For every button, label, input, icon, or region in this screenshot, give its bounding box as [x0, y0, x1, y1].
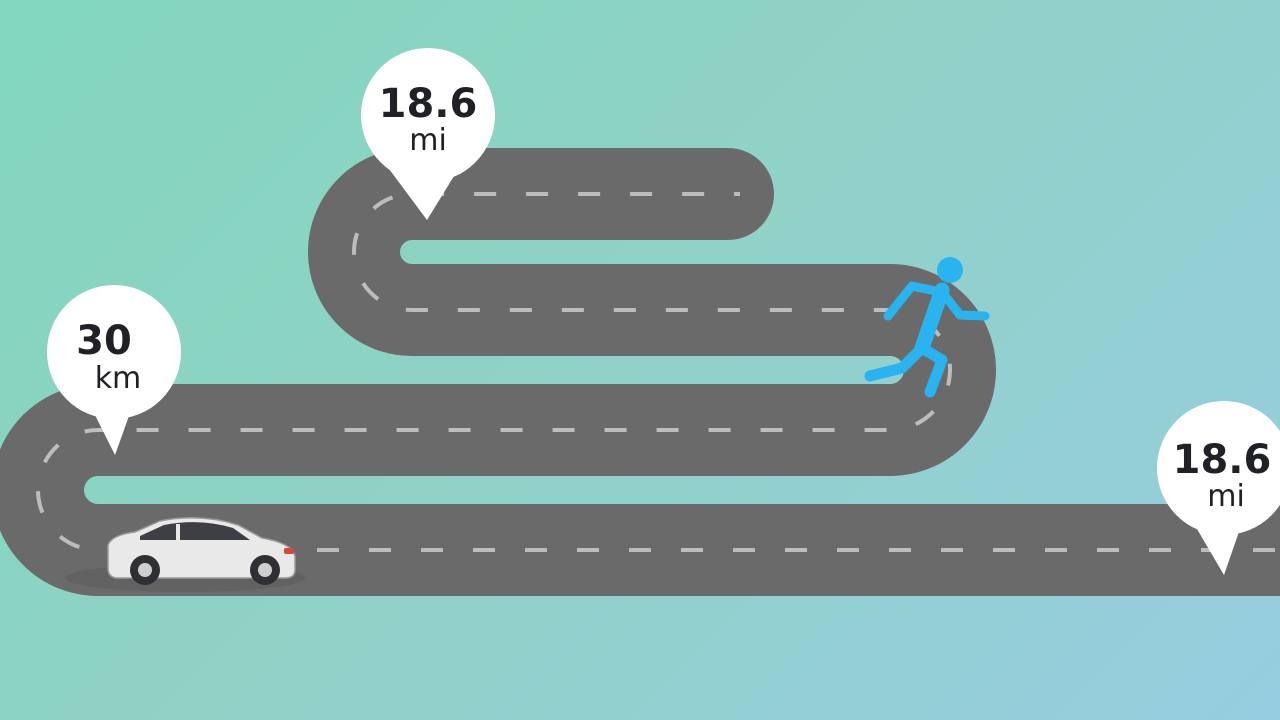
car-icon: [65, 517, 305, 592]
runner-icon: [864, 257, 990, 398]
lane-markings: [36, 192, 1275, 552]
marker-left-number: 30: [76, 318, 132, 364]
winding-road: [0, 148, 1280, 596]
distance-marker-left: 30 km: [47, 285, 181, 455]
marker-top-number: 18.6: [379, 81, 478, 127]
marker-top-unit: mi: [409, 123, 447, 158]
marker-right-number: 18.6: [1173, 437, 1272, 483]
marker-left-unit: km: [95, 361, 142, 396]
distance-marker-top: 18.6 mi: [361, 48, 495, 220]
marker-right-unit: mi: [1207, 479, 1245, 514]
distance-marker-right: 18.6 mi: [1157, 401, 1280, 575]
